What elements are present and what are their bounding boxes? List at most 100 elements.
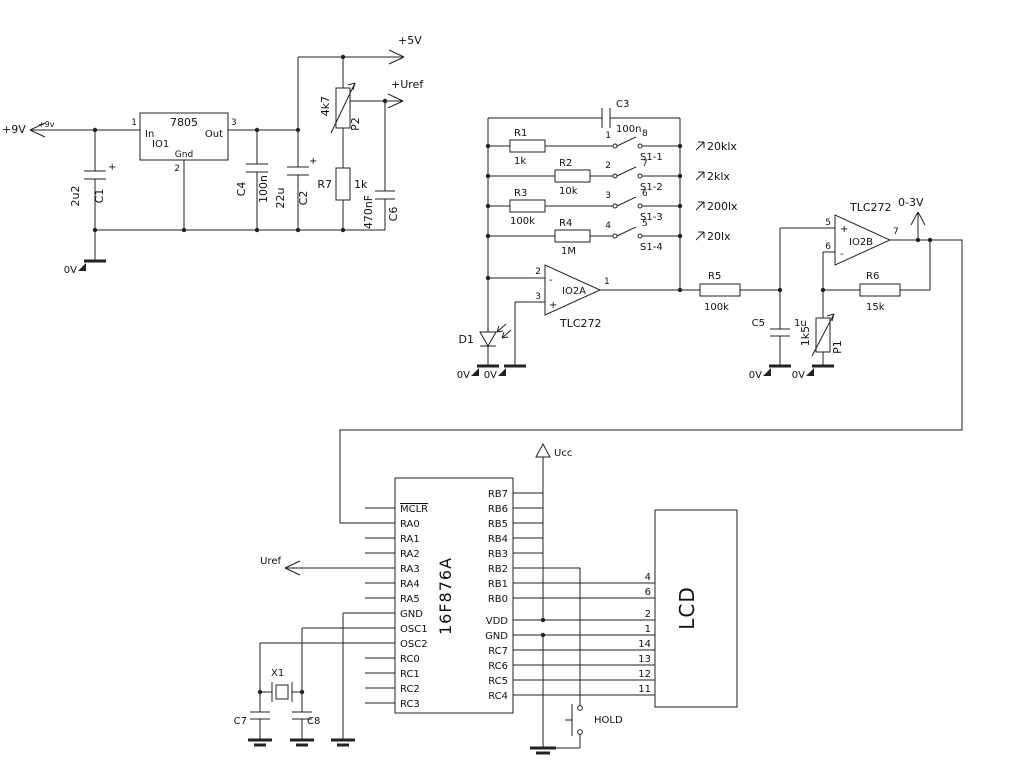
c5-value: 1u [794,318,807,329]
pin-rb7: RB7 [488,489,508,500]
resistor-r7: R7 1k [317,167,368,230]
p1-wiper-arrow-icon [826,313,835,317]
io1-pin3: 3 [231,118,237,128]
pin-rc4: RC4 [488,691,508,702]
lcd-module: LCD 4 6 2 1 14 13 12 11 [638,509,738,708]
pin-rb0: RB0 [488,594,508,605]
r2-ref: R2 [559,158,572,169]
pin-rb5: RB5 [488,519,508,530]
pin-rc1: RC1 [400,669,420,680]
c1-plus: + [108,162,116,173]
s1-2-ref: S1-2 [640,182,663,193]
arrow-5v-icon [388,49,405,58]
p2-value: 4k7 [319,96,332,116]
lcd-pin-13: 13 [638,654,651,665]
lcd-pin-4: 4 [645,572,651,583]
crystal-circuit: X1 C7 C8 [234,627,395,747]
feedback-row-r4: R4 1M 4 5 S1-4 20lx [488,218,731,257]
uref-input: Uref [260,556,395,576]
arrow-uref-icon [387,93,404,102]
s1-4-ref: S1-4 [640,242,663,253]
pin-ra2: RA2 [400,549,420,560]
feedback-row-r1: R1 1k 1 8 S1-1 20klx [488,128,737,167]
pin-rb3: RB3 [488,549,508,560]
c7-ref: C7 [234,716,247,727]
range-200lx: 200lx [707,200,738,213]
io2a-plus: + [549,300,557,311]
range-20lx: 20lx [707,230,731,243]
lcd-body [654,509,738,708]
s1-3-pin-r: 6 [642,189,648,199]
pin-gnd-left: GND [400,609,423,620]
power-section: +9V +9v + 2u2 C1 7805 In Out IO1 Gnd 1 3… [2,34,424,276]
light-arrow-icon [496,323,507,333]
input-terminal-9v: +9V +9v [2,120,95,138]
gnd-flag-icon [498,368,506,376]
resistor-r6: R6 15k [823,240,931,313]
c8-ref: C8 [307,716,320,727]
r1-value: 1k [514,156,526,167]
s1-3-ref: S1-3 [640,212,663,223]
label-5v: +5V [398,34,422,47]
s1-2-pin-l: 2 [605,161,611,171]
ucc-supply: Ucc [535,442,572,620]
io1-ref: IO1 [152,139,169,150]
pin-rc0: RC0 [400,654,420,665]
x1-ref: X1 [271,668,284,679]
pin-rb2: RB2 [488,564,508,575]
gnd-flag-icon [806,368,814,376]
io2b-pin6: 6 [825,242,831,252]
pin-osc2: OSC2 [400,639,428,650]
label-ucc: Ucc [554,448,572,459]
analog-to-mcu-wire [339,239,963,524]
mcu-right-pins: RB7 RB6 RB5 RB4 RB3 RB2 RB1 RB0 VDD GND … [485,489,655,702]
c2-value: 22u [274,188,287,209]
output-0-3v: 0-3V [898,196,926,240]
d1-ref: D1 [459,333,474,346]
capacitor-c1: + 2u2 C1 [69,130,116,230]
pin-rc2: RC2 [400,684,420,695]
capacitor-c2: + 22u C2 [274,130,317,230]
photodiode-d1: D1 0V [457,323,512,381]
opamp-io2b: + - IO2B TLC272 5 6 7 [779,201,899,290]
hold-button: HOLD [543,568,623,749]
io2b-minus: - [840,249,844,260]
c2-ref: C2 [297,191,310,206]
io1-gnd: Gnd [175,150,193,160]
c3-value: 100n [616,124,641,135]
r1-ref: R1 [514,128,527,139]
input-arrow-icon [29,122,46,131]
range-arrow-icon [695,141,705,151]
label-0v: 0V [792,370,805,381]
r2-value: 10k [559,186,578,197]
resistor-r5: R5 100k [699,271,780,313]
io2b-part: TLC272 [849,201,892,214]
label-0v: 0V [484,370,497,381]
r4-value: 1M [561,246,576,257]
lcd-pin-12: 12 [638,669,651,680]
s1-1-pin-r: 8 [642,129,648,139]
pin-rc3: RC3 [400,699,420,710]
light-arrow-icon [501,329,512,339]
label-0v: 0V [457,370,470,381]
capacitor-c6: 470nF C6 [362,101,400,230]
potentiometer-p2: 4k7 P2 [319,57,362,168]
io2a-minus: - [549,275,553,286]
label-0v: 0V [749,370,762,381]
p2-ref: P2 [349,117,362,131]
s1-1-ref: S1-1 [640,152,663,163]
ucc-arrow-icon [535,442,551,458]
c4-ref: C4 [235,182,248,197]
lcd-pin-11: 11 [638,684,651,695]
range-2klx: 2klx [707,170,730,183]
r7-value: 1k [354,178,368,191]
s1-4-pin-l: 4 [605,221,611,231]
potentiometer-p1: 1k5 P1 0V [792,290,844,381]
mcu-left-pins: MCLR RA0 RA1 RA2 RA3 RA4 RA5 GND OSC1 OS… [365,504,428,710]
lcd-label: LCD [675,586,699,630]
pin-ra4: RA4 [400,579,420,590]
lcd-pin-1: 1 [645,624,651,635]
r5-value: 100k [704,302,729,313]
io1-part: 7805 [170,116,198,129]
range-arrow-icon [695,201,705,211]
